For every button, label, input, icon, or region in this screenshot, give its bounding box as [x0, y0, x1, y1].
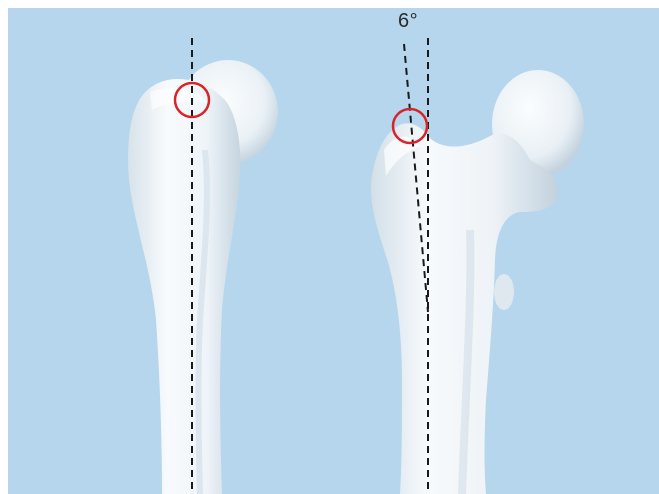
- anatomy-diagram: [8, 8, 659, 494]
- angle-label: 6°: [398, 10, 418, 33]
- femur-lesser-trochanter: [494, 274, 514, 310]
